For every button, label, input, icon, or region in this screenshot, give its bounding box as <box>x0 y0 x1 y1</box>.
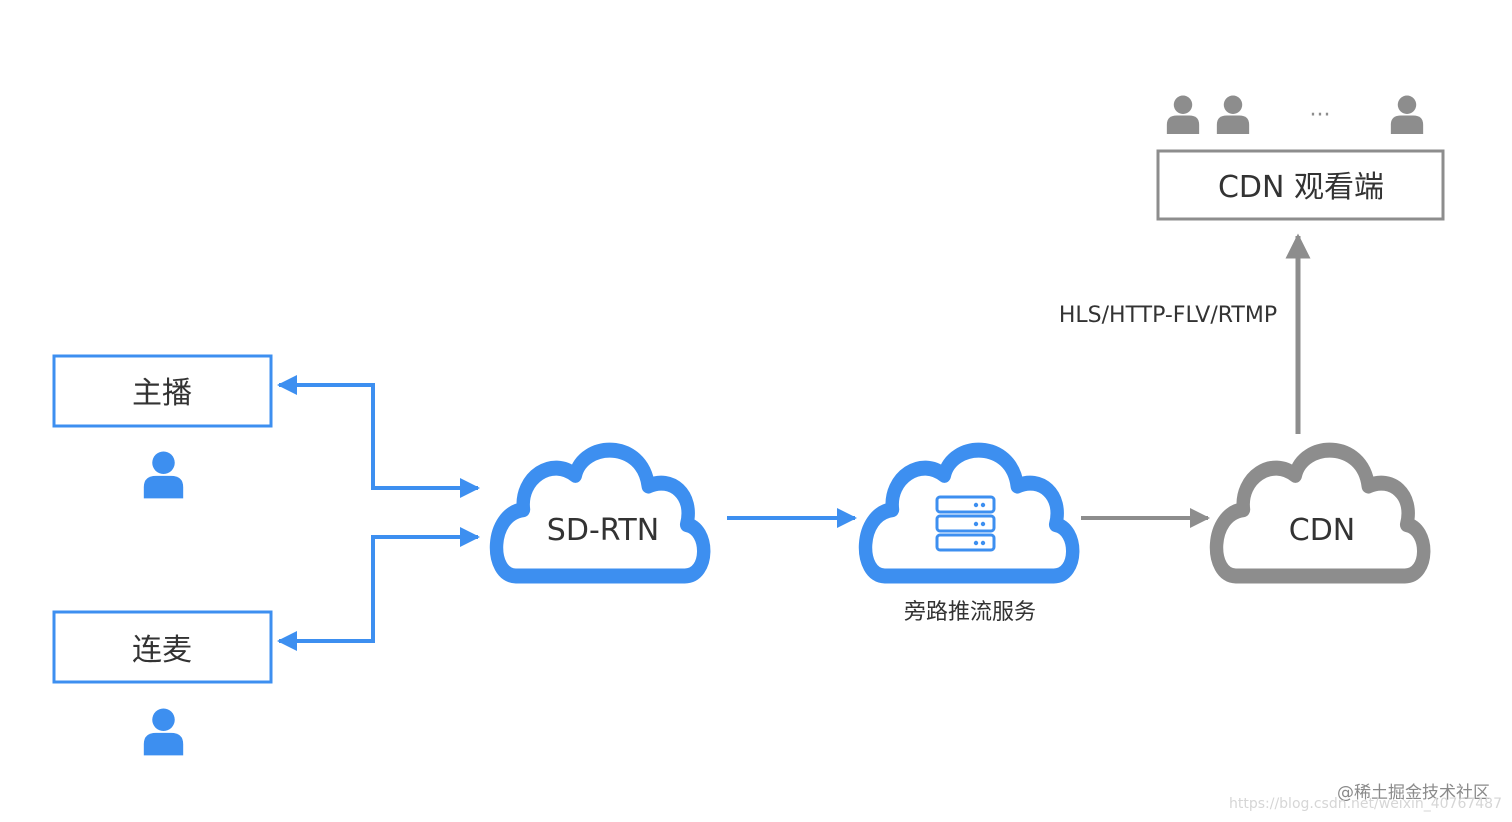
viewers-node: CDN 观看端 ··· <box>1156 95 1445 221</box>
host-sdrtn-connector <box>277 375 480 498</box>
cdn-label: CDN <box>1289 513 1356 548</box>
bypass-node: 旁路推流服务 <box>866 450 1073 625</box>
co-host-sdrtn-connector <box>277 527 480 651</box>
co-host-node: 连麦 <box>52 610 273 756</box>
viewers-label: CDN 观看端 <box>1218 170 1384 205</box>
co-host-user-icon <box>143 708 184 756</box>
co-host-label: 连麦 <box>132 633 192 668</box>
viewer-ellipsis: ··· <box>1310 103 1331 128</box>
sdrtn-node: SD-RTN <box>497 450 704 576</box>
protocol-label: HLS/HTTP-FLV/RTMP <box>1059 303 1277 328</box>
viewer-user-icon-2 <box>1216 95 1250 134</box>
host-label: 主播 <box>132 376 192 411</box>
host-box <box>52 354 273 428</box>
server-led-dots <box>973 502 986 546</box>
viewer-user-icon-3 <box>1390 95 1424 134</box>
co-host-box <box>52 610 273 684</box>
viewer-user-icon-1 <box>1166 95 1200 134</box>
viewers-box <box>1156 149 1445 221</box>
host-node: 主播 <box>52 354 273 499</box>
sdrtn-label: SD-RTN <box>547 513 659 548</box>
server-icon <box>935 495 996 552</box>
bypass-label: 旁路推流服务 <box>904 600 1036 625</box>
host-user-icon <box>143 451 184 499</box>
cdn-node: CDN <box>1217 450 1424 576</box>
